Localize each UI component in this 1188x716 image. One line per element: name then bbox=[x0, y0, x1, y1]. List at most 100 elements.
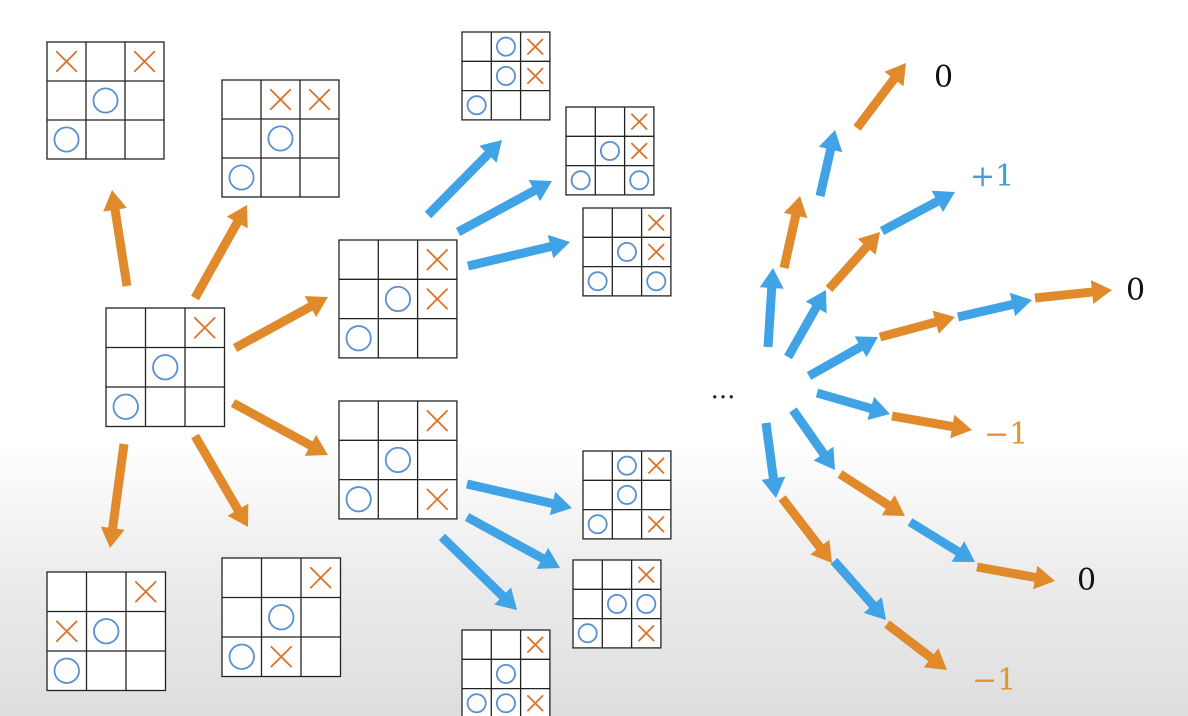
o-mark bbox=[616, 455, 637, 476]
board-grandchild-c3 bbox=[582, 207, 672, 297]
o-move-arrow bbox=[467, 234, 570, 271]
o-mark bbox=[112, 393, 139, 420]
x-stroke bbox=[648, 457, 665, 474]
o-mark bbox=[384, 446, 412, 474]
o-move-arrow bbox=[879, 190, 955, 235]
x-stroke bbox=[426, 409, 448, 432]
x-mark bbox=[426, 409, 448, 432]
o-move-arrow bbox=[806, 336, 878, 380]
o-move-arrow bbox=[907, 518, 975, 562]
x-move-arrow bbox=[191, 205, 248, 301]
x-mark bbox=[631, 142, 648, 160]
o-mark bbox=[629, 170, 650, 191]
x-mark bbox=[308, 88, 331, 111]
x-move-arrow bbox=[884, 620, 947, 670]
o-move-arrow bbox=[464, 513, 560, 569]
x-move-arrow bbox=[232, 296, 328, 352]
o-mark bbox=[93, 618, 120, 645]
arrows-layer bbox=[100, 63, 1112, 670]
o-move-arrow bbox=[455, 180, 552, 236]
o-mark bbox=[495, 36, 516, 57]
o-move-arrow bbox=[957, 292, 1032, 322]
x-stroke bbox=[309, 566, 332, 589]
o-mark bbox=[345, 486, 372, 513]
board-grandchild-d2 bbox=[572, 559, 662, 649]
o-mark bbox=[495, 693, 516, 714]
board-root bbox=[105, 307, 226, 428]
o-mark bbox=[267, 125, 294, 152]
x-stroke bbox=[55, 50, 78, 73]
x-mark bbox=[193, 316, 216, 339]
o-mark bbox=[570, 170, 591, 191]
o-mark bbox=[587, 271, 608, 292]
o-move-arrow bbox=[830, 558, 886, 620]
x-stroke bbox=[638, 625, 655, 642]
x-stroke bbox=[134, 580, 157, 603]
o-mark bbox=[53, 657, 80, 684]
ellipsis: ... bbox=[711, 375, 736, 405]
x-mark bbox=[648, 243, 665, 261]
leaf-score-1: 0 bbox=[934, 60, 953, 95]
x-move-arrow bbox=[100, 443, 129, 548]
o-move-arrow bbox=[784, 290, 827, 360]
x-move-arrow bbox=[837, 470, 905, 516]
x-stroke bbox=[527, 636, 544, 653]
x-mark bbox=[426, 248, 448, 271]
x-stroke bbox=[631, 142, 648, 160]
leaf-score-3: 0 bbox=[1126, 273, 1145, 308]
o-mark bbox=[53, 126, 80, 153]
board-grandchild-c1 bbox=[461, 31, 551, 121]
o-mark bbox=[599, 140, 620, 161]
o-mark bbox=[228, 643, 255, 670]
o-move-arrow bbox=[438, 533, 517, 610]
x-stroke bbox=[308, 88, 331, 111]
o-mark bbox=[587, 514, 608, 535]
leaf-score-4: −1 bbox=[984, 417, 1028, 452]
x-stroke bbox=[270, 645, 293, 668]
x-mark bbox=[309, 566, 332, 589]
o-mark bbox=[616, 241, 637, 262]
o-mark bbox=[268, 604, 295, 631]
x-mark bbox=[426, 288, 448, 310]
x-move-arrow bbox=[103, 190, 132, 287]
labels-layer: ... 0+10−10−1 bbox=[711, 60, 1145, 698]
x-stroke bbox=[631, 113, 648, 130]
o-move-arrow bbox=[815, 388, 890, 420]
o-mark bbox=[152, 354, 179, 381]
o-mark bbox=[606, 593, 627, 614]
x-move-arrow bbox=[853, 63, 906, 131]
x-mark bbox=[270, 645, 293, 668]
x-mark bbox=[527, 695, 544, 712]
x-move-arrow bbox=[878, 310, 955, 342]
x-stroke bbox=[133, 50, 156, 73]
o-mark bbox=[495, 65, 516, 86]
x-stroke bbox=[648, 214, 665, 231]
x-mark bbox=[133, 50, 156, 73]
x-stroke bbox=[426, 488, 448, 510]
o-mark bbox=[495, 663, 516, 684]
leaf-score-2: +1 bbox=[970, 159, 1014, 194]
board-child-c bbox=[338, 239, 458, 359]
o-move-arrow bbox=[759, 268, 784, 348]
x-stroke bbox=[648, 516, 665, 533]
x-mark bbox=[527, 38, 544, 55]
o-mark bbox=[636, 593, 657, 614]
board-grandchild-d1 bbox=[582, 450, 672, 540]
x-move-arrow bbox=[779, 196, 808, 269]
x-mark bbox=[648, 214, 665, 231]
x-stroke bbox=[55, 620, 78, 643]
x-stroke bbox=[527, 38, 544, 55]
x-move-arrow bbox=[191, 433, 249, 527]
x-stroke bbox=[426, 288, 448, 310]
o-mark bbox=[577, 623, 598, 644]
x-mark bbox=[631, 113, 648, 130]
o-mark bbox=[466, 95, 487, 116]
x-stroke bbox=[426, 248, 448, 271]
board-child-b bbox=[221, 79, 340, 198]
x-stroke bbox=[269, 88, 292, 111]
x-move-arrow bbox=[891, 411, 972, 439]
x-mark bbox=[648, 516, 665, 533]
x-mark bbox=[55, 50, 78, 73]
leaf-score-5: 0 bbox=[1077, 563, 1096, 598]
